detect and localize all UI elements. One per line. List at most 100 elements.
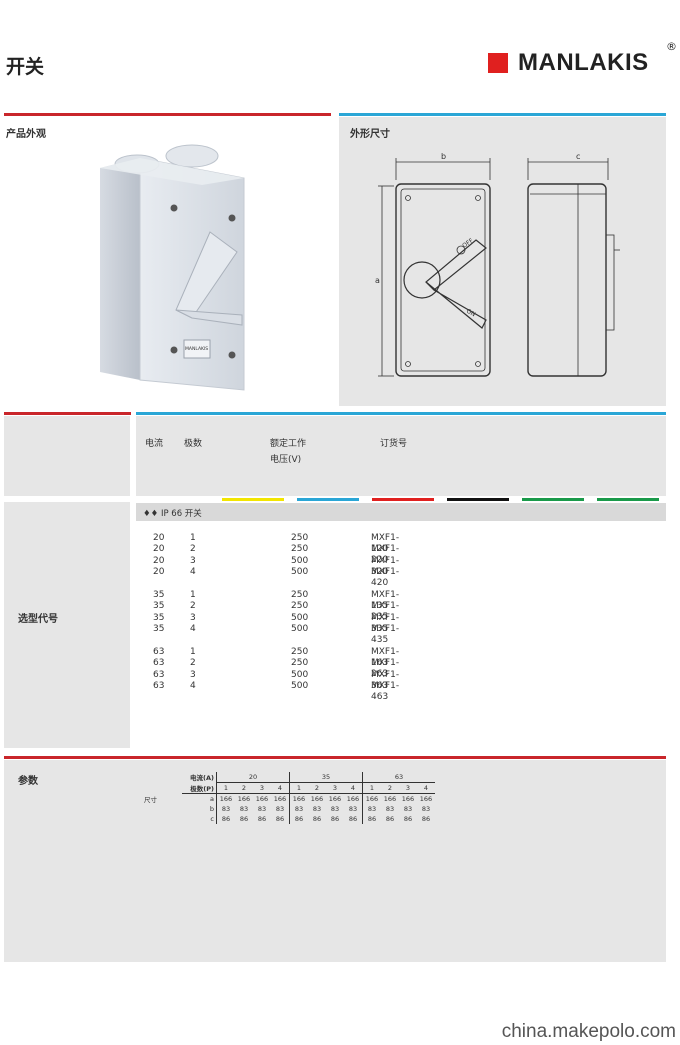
pole-number: 3 — [399, 782, 417, 794]
spacer-cell — [142, 772, 182, 783]
page-title: 开关 — [6, 56, 45, 78]
row-voltage: 250 — [291, 647, 309, 657]
row-current: 35 — [153, 601, 165, 612]
current-group: 63 — [362, 772, 435, 783]
row-voltage: 500 — [291, 680, 309, 691]
appearance-label: 产品外观 — [6, 129, 46, 140]
device-brand-label: MANLAKIS — [185, 346, 208, 352]
row-current: 63 — [153, 647, 165, 657]
param-value: 166 — [344, 793, 363, 804]
dimension-drawing: b a c OFF ON — [375, 152, 620, 377]
row-voltage: 500 — [291, 555, 309, 566]
selection-right-bar — [136, 412, 666, 415]
pole-number: 1 — [362, 782, 381, 794]
dimensions-label: 外形尺寸 — [350, 129, 390, 140]
pole-number: 1 — [289, 782, 308, 794]
params-label: 参数 — [18, 776, 38, 787]
param-value: 166 — [328, 795, 342, 803]
pole-number: 4 — [344, 782, 363, 794]
param-value: 166 — [365, 795, 379, 803]
brand-name: MANLAKIS — [518, 49, 649, 76]
param-value: 83 — [344, 804, 363, 814]
appearance-top-bar — [4, 113, 331, 116]
row-voltage: 500 — [291, 623, 309, 634]
registered-mark: ® — [666, 40, 677, 53]
pole-number: 4 — [271, 782, 290, 794]
color-bar — [447, 498, 509, 501]
row-current: 63 — [153, 658, 165, 669]
row-current: 20 — [153, 544, 165, 555]
param-row-name: c — [182, 814, 217, 824]
row-current: 35 — [153, 623, 165, 634]
dimensions-panel — [339, 117, 666, 406]
row-poles: 1 — [190, 590, 196, 600]
selection-left-bar — [4, 412, 131, 415]
group-header — [136, 503, 666, 521]
header-voltage-line1: 额定工作 — [270, 439, 307, 449]
color-bar — [297, 498, 359, 501]
param-value: 166 — [255, 795, 269, 803]
param-value: 86 — [271, 814, 290, 824]
row-voltage: 500 — [291, 612, 309, 623]
header-current: 电流 — [145, 439, 164, 449]
param-value: 83 — [330, 805, 340, 813]
footer-watermark: china.makepolo.com — [501, 1021, 676, 1042]
row-order: MXF1-120 — [371, 533, 400, 554]
size-label — [142, 804, 182, 814]
params-top-bar — [4, 756, 666, 759]
group-label-row: ♦♦ IP 66 开关 — [143, 507, 202, 519]
row-order: MXF1-335 — [371, 612, 400, 634]
row-order: MXF1-163 — [371, 647, 400, 668]
row-order: MXF1-363 — [371, 669, 400, 691]
row-order: MXF1-435 — [371, 623, 400, 645]
param-value: 83 — [294, 805, 304, 813]
param-value: 83 — [403, 805, 413, 813]
row-poles: 2 — [190, 601, 196, 612]
size-label — [142, 814, 182, 824]
param-value: 86 — [385, 815, 395, 823]
current-group: 35 — [289, 772, 363, 783]
pole-number: 1 — [216, 782, 235, 794]
param-value: 86 — [367, 815, 377, 823]
color-bar — [522, 498, 584, 501]
row-current: 63 — [153, 669, 165, 680]
param-value: 86 — [403, 815, 413, 823]
row-poles: 2 — [190, 658, 196, 669]
pole-number: 4 — [417, 782, 435, 794]
row-poles: 3 — [190, 669, 196, 680]
param-value: 83 — [271, 804, 290, 814]
param-value: 166 — [383, 795, 397, 803]
row-order: MXF1-420 — [371, 566, 400, 588]
current-group: 20 — [216, 772, 290, 783]
param-value: 166 — [271, 793, 290, 804]
on-label: ON — [465, 308, 476, 319]
param-value: 166 — [219, 795, 233, 803]
row-current: 20 — [153, 566, 165, 577]
row-current: 35 — [153, 612, 165, 623]
dimension-c-label: c — [576, 152, 580, 161]
param-value: 86 — [239, 815, 249, 823]
param-value: 166 — [292, 795, 306, 803]
pole-number: 2 — [381, 782, 399, 794]
params-panel — [4, 760, 666, 962]
header-poles: 极数 — [184, 439, 203, 449]
row-voltage: 500 — [291, 566, 309, 577]
row-poles: 4 — [190, 566, 196, 577]
product-image: MANLAKIS — [100, 144, 245, 391]
off-label: OFF — [461, 237, 475, 250]
param-value: 83 — [385, 805, 395, 813]
row-current: 35 — [153, 590, 165, 600]
logo-square-icon — [488, 53, 508, 73]
row-order: MXF1-463 — [371, 680, 400, 702]
selection-left-panel — [4, 502, 130, 748]
param-value: 83 — [257, 805, 267, 813]
param-row-name: b — [182, 804, 217, 814]
droplet-icon: ♦♦ — [143, 509, 159, 519]
row-poles: 4 — [190, 680, 196, 691]
param-value: 86 — [294, 815, 304, 823]
param-value: 86 — [344, 814, 363, 824]
param-value: 166 — [419, 795, 433, 803]
row-poles: 2 — [190, 544, 196, 555]
param-value: 83 — [421, 805, 431, 813]
